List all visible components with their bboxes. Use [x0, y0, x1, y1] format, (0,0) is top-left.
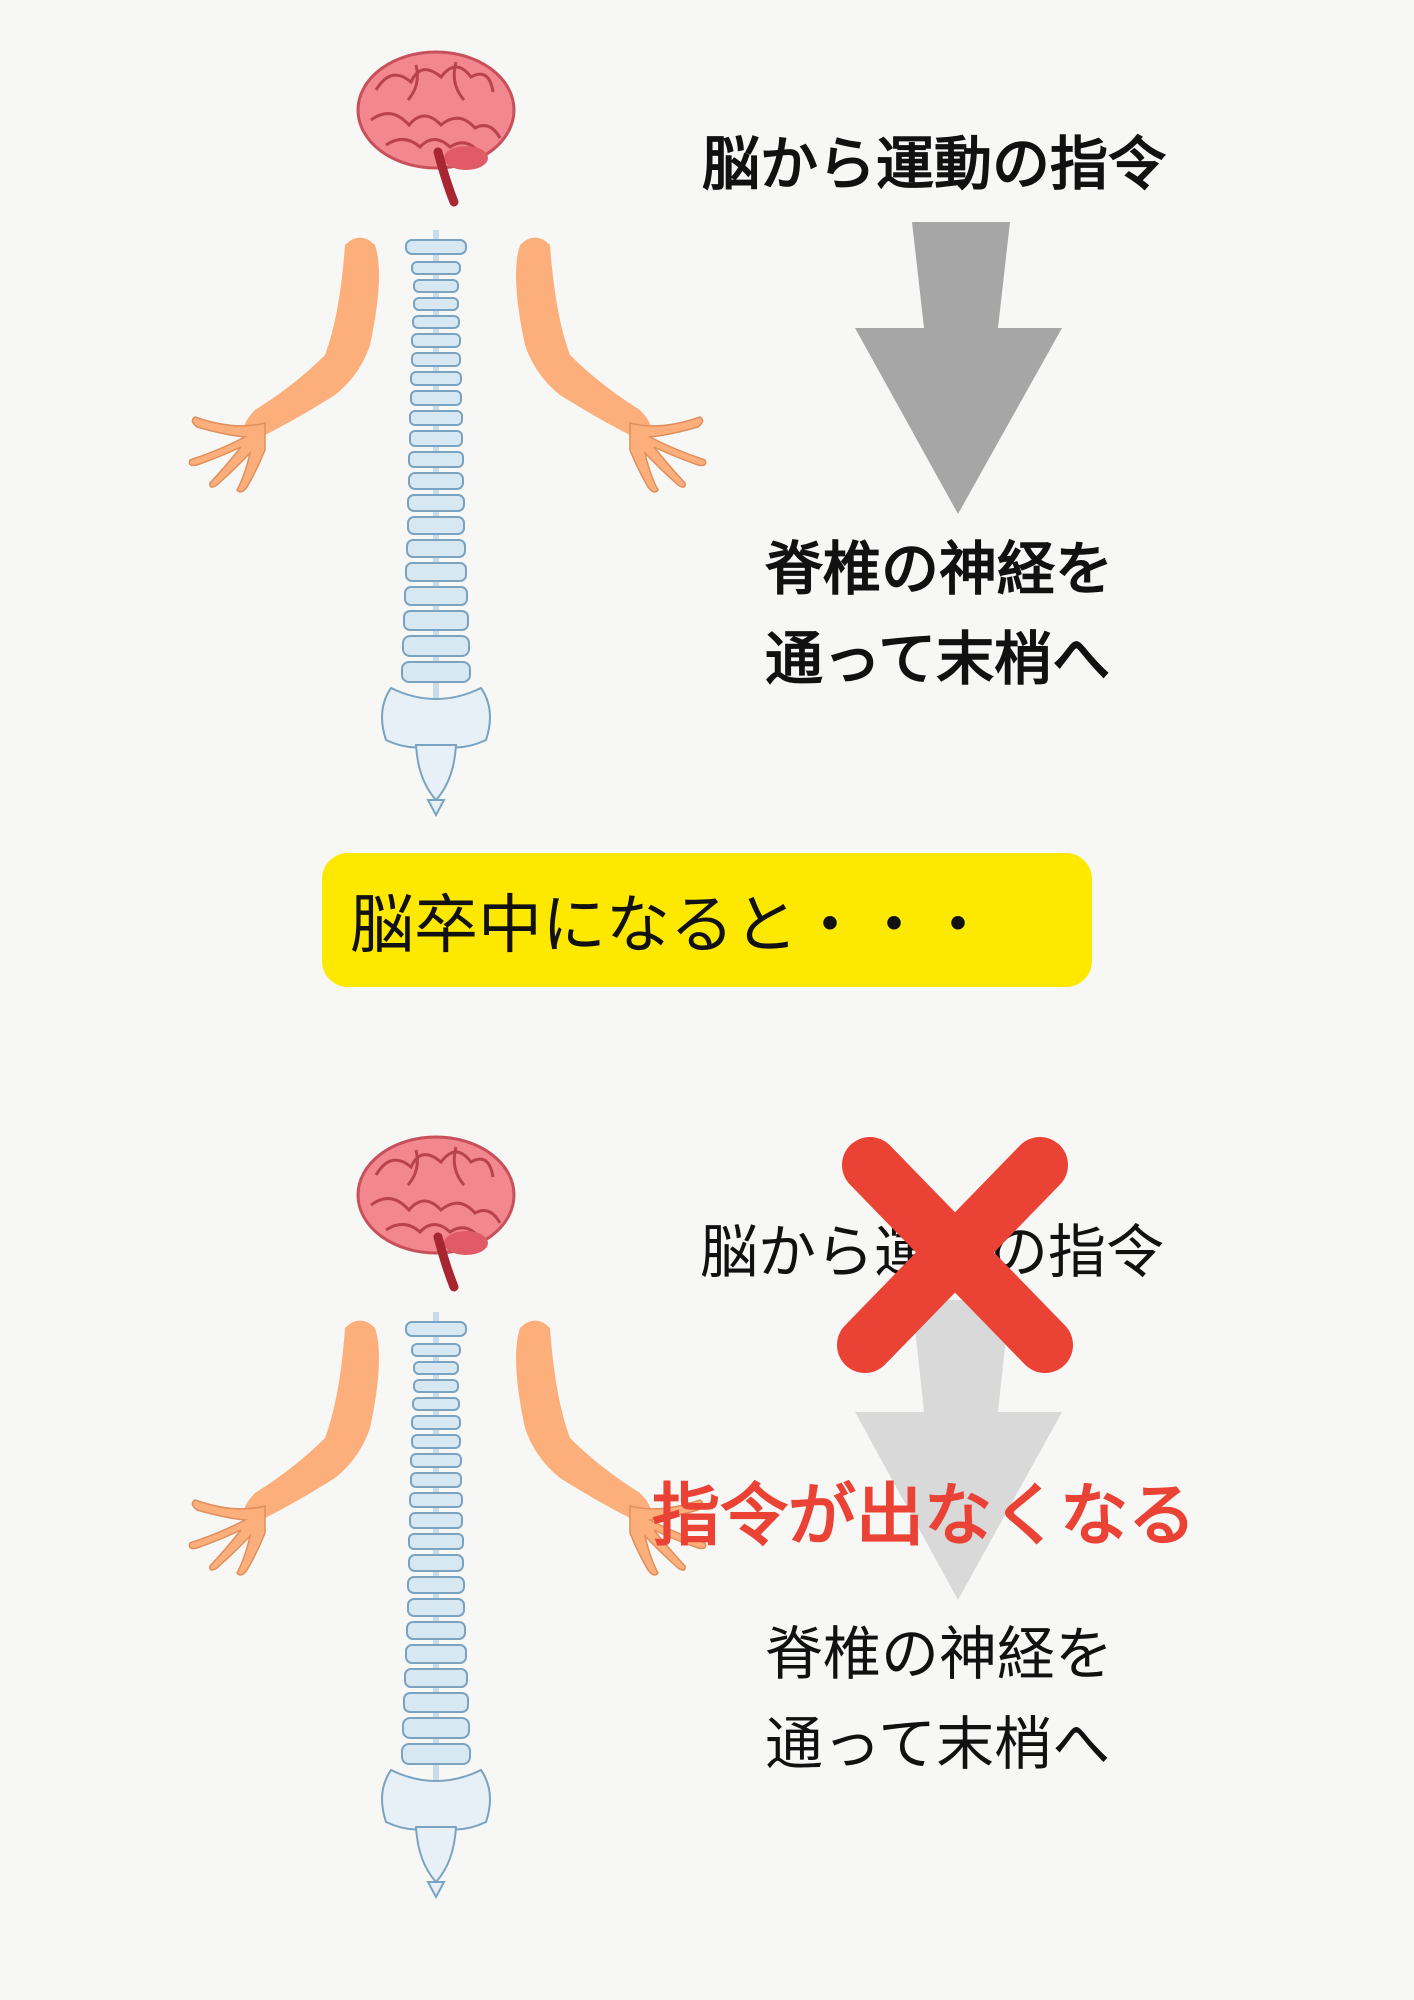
bottom-left-arm-icon — [188, 1319, 380, 1576]
top-path-line2: 通って末梢へ — [765, 625, 1111, 693]
top-path-line1: 脊椎の神経を — [765, 535, 1114, 603]
top-arrow-down-icon — [855, 222, 1062, 514]
top-command-text: 脳から運動の指令 — [702, 130, 1167, 198]
top-left-arm-icon — [188, 236, 380, 493]
bottom-path-line2: 通って末梢へ — [765, 1710, 1111, 1778]
bottom-brain-icon — [358, 1137, 514, 1287]
top-brain-icon — [358, 52, 514, 202]
bottom-command-text: 脳から運動の指令 — [700, 1218, 1165, 1286]
bottom-arrow-down-icon — [855, 1300, 1062, 1600]
bottom-spine-icon — [382, 1312, 490, 1897]
bottom-path-line1: 脊椎の神経を — [765, 1620, 1114, 1688]
blocked-command-text: 指令が出なくなる — [652, 1477, 1197, 1556]
stroke-callout-box: 脳卒中になると・・・ — [322, 853, 1092, 987]
stroke-callout-text: 脳卒中になると・・・ — [350, 889, 990, 963]
top-spine-icon — [382, 230, 490, 815]
top-right-arm-icon — [515, 236, 707, 493]
